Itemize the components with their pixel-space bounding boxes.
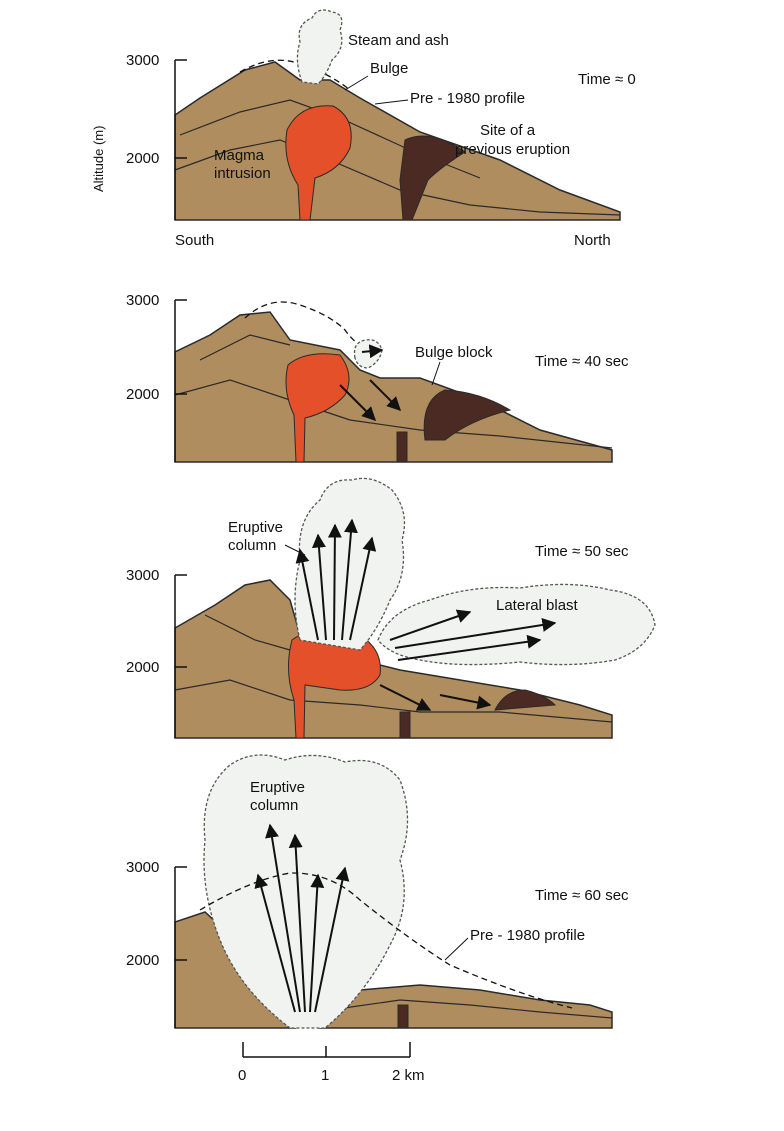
column-arrow <box>311 533 327 641</box>
conduit <box>399 711 411 739</box>
y-tick-label-2000: 2000 <box>126 952 159 969</box>
slide-arrow <box>439 694 492 710</box>
rock-layer-line <box>329 999 613 1019</box>
lateral-blast-cloud <box>377 583 656 666</box>
pre-1980-profile-line <box>244 301 361 346</box>
leader-bulge <box>344 75 369 91</box>
panel-time-60: 3000 2000 Eruptive column Pre - 1980 pro… <box>126 754 629 1029</box>
y-tick-label-2000: 2000 <box>126 386 159 403</box>
direction-north: North <box>574 232 611 249</box>
rock-layer-line <box>199 334 291 361</box>
y-tick-label-2000: 2000 <box>126 150 159 167</box>
slide-arrow <box>379 684 432 711</box>
column-arrow <box>288 833 306 1013</box>
rock-layer-line <box>174 679 613 723</box>
label-site-line2: previous eruption <box>455 141 570 158</box>
y-tick-label-2000: 2000 <box>126 659 159 676</box>
label-site-line1: Site of a <box>480 122 536 139</box>
blast-arrow <box>361 344 384 359</box>
scale-label-2: 2 km <box>392 1067 425 1084</box>
column-arrow <box>314 866 350 1013</box>
leader-bulge-block <box>431 361 441 386</box>
time-label: Time ≈ 50 sec <box>535 543 629 560</box>
conduit <box>396 431 408 463</box>
magma-intrusion <box>285 353 350 463</box>
label-eruptive-line2: column <box>228 537 276 554</box>
y-tick-label-3000: 3000 <box>126 859 159 876</box>
slide-arrow <box>369 379 401 411</box>
label-eruptive-line1: Eruptive <box>250 779 305 796</box>
direction-south: South <box>175 232 214 249</box>
column-arrow <box>254 873 296 1013</box>
column-arrow <box>295 548 319 641</box>
label-magma-line2: intrusion <box>214 165 271 182</box>
leader-pre-1980 <box>374 99 409 105</box>
ash-puff <box>353 339 383 369</box>
y-tick-label-3000: 3000 <box>126 567 159 584</box>
y-tick-label-3000: 3000 <box>126 292 159 309</box>
lateral-arrow <box>397 634 542 661</box>
lateral-arrow <box>394 618 557 649</box>
label-pre-1980-profile: Pre - 1980 profile <box>410 90 525 107</box>
y-axis-label: Altitude (m) <box>91 126 106 192</box>
magma-intrusion <box>285 105 352 221</box>
steam-and-ash-plume <box>296 9 343 85</box>
scale-label-0: 0 <box>238 1067 246 1084</box>
panel-time-0: 3000 2000 Altitude (m) South North Steam… <box>91 9 636 249</box>
label-pre-1980-profile: Pre - 1980 profile <box>470 927 585 944</box>
label-bulge: Bulge <box>370 60 408 77</box>
time-label: Time ≈ 60 sec <box>535 887 629 904</box>
time-label: Time ≈ 40 sec <box>535 353 629 370</box>
scale-bar: 0 1 2 km <box>238 1042 425 1084</box>
mountain-cross-section <box>174 311 613 463</box>
column-arrow <box>349 536 377 641</box>
lateral-arrow <box>389 609 472 641</box>
label-bulge-block: Bulge block <box>415 344 493 361</box>
rock-layer-line <box>204 614 291 651</box>
time-label: Time ≈ 0 <box>578 71 636 88</box>
column-arrow <box>341 518 358 641</box>
label-eruptive-line1: Eruptive <box>228 519 283 536</box>
column-arrow <box>265 823 301 1013</box>
pre-1980-profile-line <box>239 59 351 91</box>
label-lateral-blast: Lateral blast <box>496 597 579 614</box>
bulge-block <box>423 389 512 441</box>
panel-time-40: 3000 2000 Bulge block Time ≈ 40 sec <box>126 292 629 463</box>
label-steam-and-ash: Steam and ash <box>348 32 449 49</box>
y-tick-label-3000: 3000 <box>126 52 159 69</box>
leader-pre-1980 <box>444 937 469 961</box>
column-arrow <box>309 873 325 1013</box>
previous-eruption-site <box>399 135 466 221</box>
panel-time-50: 3000 2000 Eruptive column Lateral blast … <box>126 477 656 739</box>
slide-arrow <box>339 384 376 421</box>
old-eruption-site <box>494 689 557 711</box>
rock-layer-line <box>174 139 621 216</box>
label-eruptive-line2: column <box>250 797 298 814</box>
column-arrow <box>327 523 342 641</box>
conduit <box>397 1004 409 1029</box>
rock-layer-line <box>174 379 613 449</box>
leader-eruptive <box>284 544 306 556</box>
scale-label-1: 1 <box>321 1067 329 1084</box>
label-magma-line1: Magma <box>214 147 265 164</box>
